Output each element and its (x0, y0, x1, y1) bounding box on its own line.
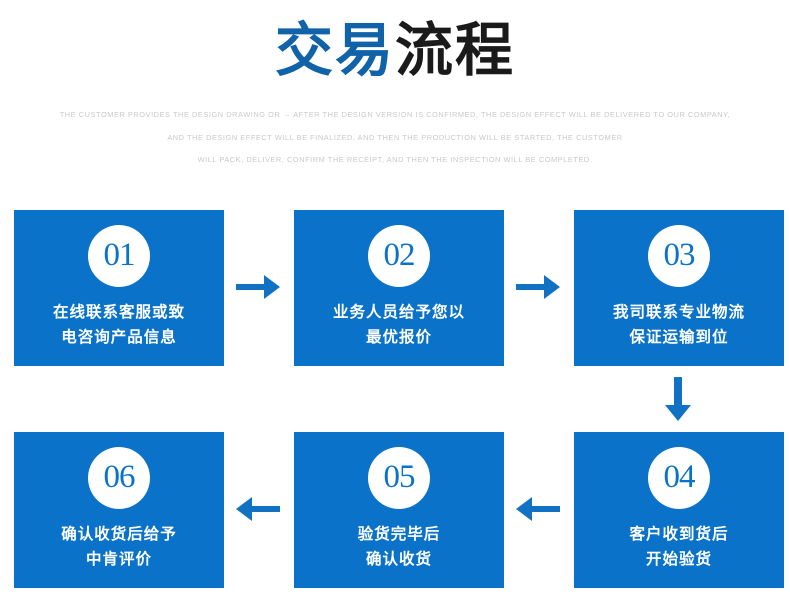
step-box-03[interactable]: 03 我司联系专业物流 保证运输到位 (574, 210, 784, 366)
arrow-left-icon (514, 490, 562, 528)
arrow-left-icon (234, 490, 282, 528)
page-header: 交易流程 THE CUSTOMER PROVIDES THE DESIGN DR… (0, 0, 790, 172)
step-box-06[interactable]: 06 确认收货后给予 中肯评价 (14, 432, 224, 588)
step-text-line-1: 客户收到货后 (629, 526, 729, 543)
step-text-line-1: 确认收货后给予 (61, 526, 177, 543)
step-text-line-2: 电咨询产品信息 (61, 329, 177, 346)
step-text-line-1: 业务人员给予您以 (332, 304, 465, 321)
step-text-line-2: 开始验货 (645, 551, 712, 568)
step-text-line-1: 在线联系客服或致 (52, 304, 185, 321)
step-number-02: 02 (383, 236, 416, 273)
step-text-line-2: 保证运输到位 (629, 329, 729, 346)
step-box-04[interactable]: 04 客户收到货后 开始验货 (574, 432, 784, 588)
step-box-02[interactable]: 02 业务人员给予您以 最优报价 (294, 210, 504, 366)
subtitle-line-3: WILL PACK, DELIVER, CONFIRM THE RECEIPT,… (197, 155, 593, 164)
arrow-right-icon (514, 268, 562, 306)
step-number-01: 01 (103, 236, 136, 273)
step-text-05: 验货完毕后 确认收货 (294, 522, 504, 572)
step-number-circle-02: 02 (368, 225, 430, 287)
page-title: 交易流程 (0, 16, 790, 86)
step-number-03: 03 (663, 236, 696, 273)
step-text-02: 业务人员给予您以 最优报价 (294, 300, 504, 350)
step-number-06: 06 (103, 458, 136, 495)
step-text-line-2: 中肯评价 (85, 551, 152, 568)
step-text-line-1: 我司联系专业物流 (612, 304, 745, 321)
page-title-rest: 流程 (395, 18, 516, 83)
step-number-circle-04: 04 (648, 447, 710, 509)
step-number-circle-01: 01 (88, 225, 150, 287)
step-box-01[interactable]: 01 在线联系客服或致 电咨询产品信息 (14, 210, 224, 366)
step-text-line-2: 最优报价 (365, 329, 432, 346)
step-number-04: 04 (663, 458, 696, 495)
step-number-circle-06: 06 (88, 447, 150, 509)
step-box-05[interactable]: 05 验货完毕后 确认收货 (294, 432, 504, 588)
page-title-accent: 交易 (274, 18, 395, 83)
subtitle-line-1: THE CUSTOMER PROVIDES THE DESIGN DRAWING… (59, 110, 731, 119)
step-number-05: 05 (383, 458, 416, 495)
step-text-line-2: 确认收货 (365, 551, 432, 568)
step-text-06: 确认收货后给予 中肯评价 (14, 522, 224, 572)
step-number-circle-05: 05 (368, 447, 430, 509)
step-text-01: 在线联系客服或致 电咨询产品信息 (14, 300, 224, 350)
subtitle-line-2: AND THE DESIGN EFFECT WILL BE FINALIZED,… (167, 132, 623, 142)
step-text-03: 我司联系专业物流 保证运输到位 (574, 300, 784, 350)
page-subtitle: THE CUSTOMER PROVIDES THE DESIGN DRAWING… (0, 104, 790, 172)
step-text-04: 客户收到货后 开始验货 (574, 522, 784, 572)
arrow-down-icon (658, 375, 698, 423)
arrow-right-icon (234, 268, 282, 306)
step-number-circle-03: 03 (648, 225, 710, 287)
step-text-line-1: 验货完毕后 (357, 526, 441, 543)
